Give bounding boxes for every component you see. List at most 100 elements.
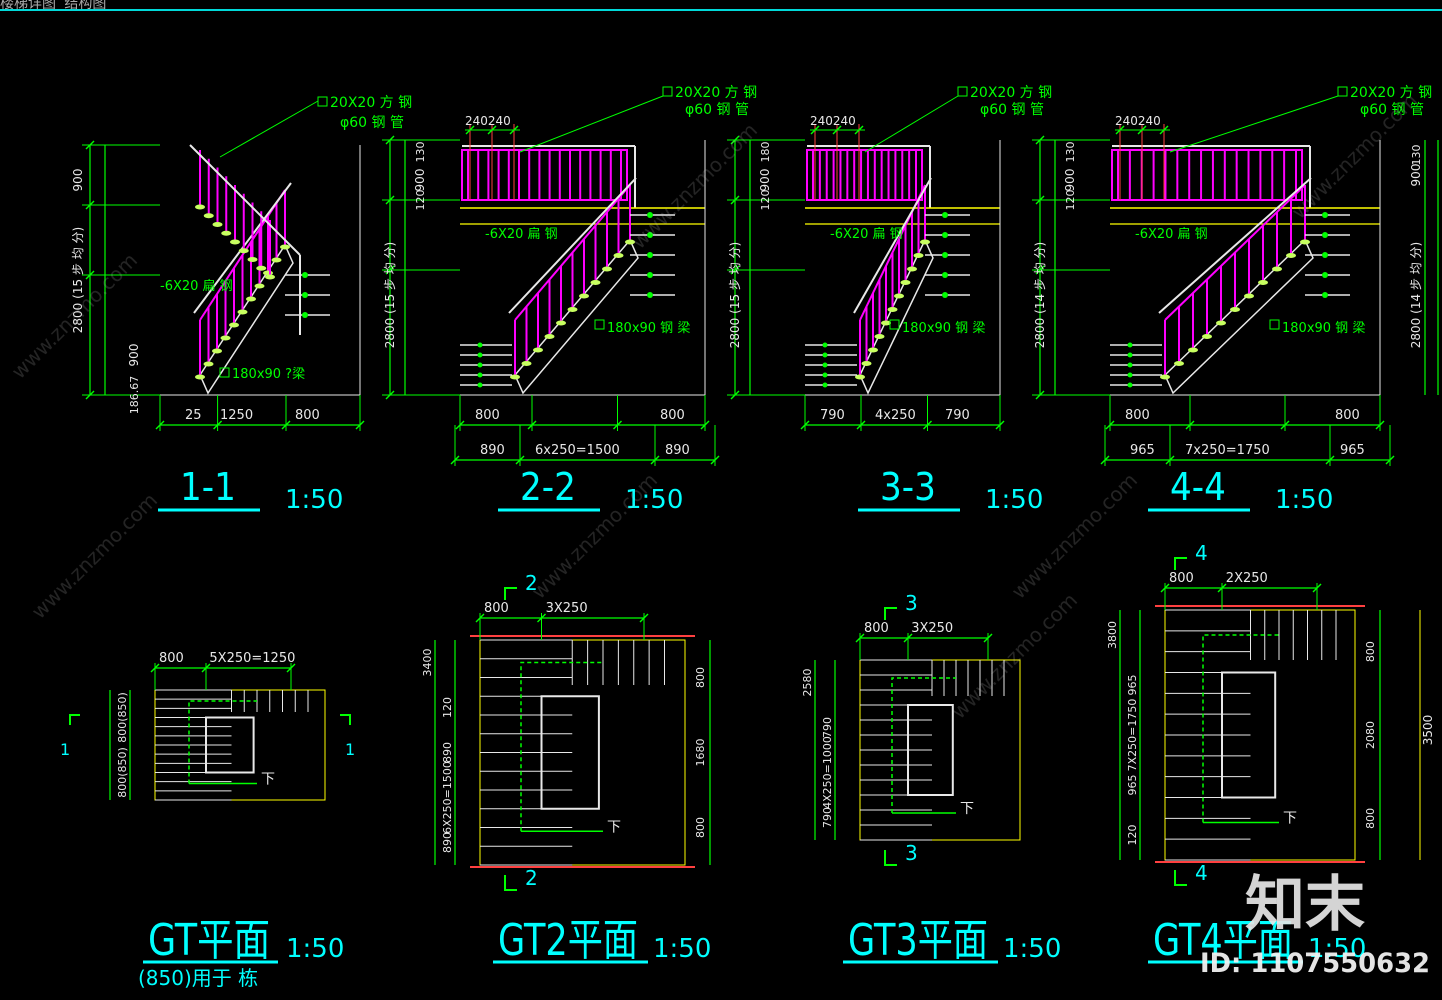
stair-tread xyxy=(1202,334,1212,339)
dimension-tick xyxy=(201,663,211,673)
label-beam: 180x90 ?梁 xyxy=(232,367,305,382)
step-node xyxy=(647,252,653,258)
dimension-tick xyxy=(213,420,223,430)
dimension-tick xyxy=(385,265,395,275)
stair-tread xyxy=(212,348,222,354)
dimension-tick xyxy=(1185,420,1195,430)
dim-top-text: 800 xyxy=(484,601,509,616)
step-node xyxy=(822,362,828,368)
cut-mark xyxy=(504,587,517,600)
watermark-site: www.znzmo.com xyxy=(627,118,763,254)
cut-mark-label: 2 xyxy=(525,866,538,890)
plan-title: GT3平面 xyxy=(848,915,988,966)
dim-vertical-text: 900 xyxy=(1409,164,1423,187)
stair-tread xyxy=(246,296,256,302)
step-node xyxy=(477,352,483,358)
handrail-pipe xyxy=(193,182,292,314)
cut-mark-label: 4 xyxy=(1195,541,1208,565)
dimension-tick xyxy=(1160,583,1170,593)
dim-vertical-text: 2800 (14 步 均 分) xyxy=(1033,242,1047,348)
dimension-tick xyxy=(1385,455,1395,465)
stair-tread xyxy=(900,280,911,285)
stair-tread xyxy=(907,266,917,272)
square-marker xyxy=(1269,319,1280,330)
cut-mark xyxy=(504,875,517,891)
dimension-tick xyxy=(509,125,519,135)
stair-tread xyxy=(203,361,214,367)
label-flat-steel: -6X20 扁 钢 xyxy=(830,227,903,242)
leader-line xyxy=(1169,95,1339,153)
dim-left-text: 2580 xyxy=(801,669,814,697)
section-title: 2-2 xyxy=(520,465,576,509)
handrail-pipe xyxy=(1158,177,1312,314)
dim-top-text: 2X250 xyxy=(1226,571,1268,586)
handrail-pipe xyxy=(189,144,301,256)
stair-tread xyxy=(280,244,290,250)
dim-left-text: 800(850) xyxy=(116,747,129,798)
label-steel-pipe: φ60 钢 管 xyxy=(1360,102,1424,118)
dimension-tick xyxy=(286,663,296,673)
step-node xyxy=(477,382,483,388)
stair-tread xyxy=(913,253,924,258)
stair-tread xyxy=(590,280,601,285)
square-marker xyxy=(594,319,605,330)
plan-title: GT平面 xyxy=(148,915,270,966)
section-scale: 1:50 xyxy=(985,485,1043,515)
step-node xyxy=(477,372,483,378)
stair-tread xyxy=(203,213,214,219)
step-node xyxy=(1127,382,1133,388)
dimension-tick xyxy=(487,125,497,135)
dim-vertical-text: 2800 (14 步 均 分) xyxy=(1409,242,1423,348)
stair-tread xyxy=(1258,280,1268,285)
stair-stringer-beam xyxy=(1164,238,1314,395)
dim-bottom-text: 6x250=1500 xyxy=(535,443,620,458)
stair-tread xyxy=(602,266,612,272)
stair-tread xyxy=(238,248,249,254)
step-node xyxy=(942,292,948,298)
stair-tread xyxy=(533,347,543,353)
leader-line xyxy=(219,100,319,158)
stair-tread xyxy=(1160,374,1170,380)
step-node xyxy=(942,252,948,258)
stair-tread xyxy=(271,257,282,263)
dim-top-text: 3X250 xyxy=(546,601,588,616)
step-node xyxy=(647,232,653,238)
stair-tread xyxy=(1272,266,1282,272)
dim-left-text: 800(850) xyxy=(116,692,129,743)
dim-top-text: 240240 xyxy=(810,114,856,128)
dimension-tick xyxy=(1280,420,1290,430)
dim-vertical-text: 180 xyxy=(759,142,772,163)
dim-left-text: 790 xyxy=(821,717,834,738)
step-node xyxy=(1322,212,1328,218)
step-node xyxy=(1127,352,1133,358)
cut-mark-label: 1 xyxy=(345,740,355,759)
dim-left-text: 890 xyxy=(441,742,454,763)
label-flat-steel: -6X20 扁 钢 xyxy=(485,227,558,242)
dim-bottom-text: 25 xyxy=(185,408,202,423)
down-label: 下 xyxy=(960,801,974,817)
section-scale: 1:50 xyxy=(625,485,683,515)
dimension-tick xyxy=(1035,265,1045,275)
watermark-id: ID: 1107550632 xyxy=(1200,948,1430,979)
step-node xyxy=(302,292,308,298)
stair-tread xyxy=(894,293,904,299)
handrail-pipe xyxy=(853,177,932,314)
dim-left-text: 6X250=1500 xyxy=(441,761,454,834)
stair-tread xyxy=(874,334,885,339)
cut-mark xyxy=(884,607,897,620)
leader-line xyxy=(519,95,664,153)
dim-left-text: 3800 xyxy=(1106,621,1119,649)
label-beam: 180x90 钢 梁 xyxy=(1282,321,1365,336)
dimension-tick xyxy=(527,420,537,430)
dim-vertical-text: 2800 (15 步 均 分) xyxy=(728,242,742,348)
dim-top-text: 240240 xyxy=(1115,114,1161,128)
walk-direction-arrow xyxy=(1202,634,1279,823)
dimension-tick xyxy=(639,613,649,623)
step-node xyxy=(822,372,828,378)
step-node xyxy=(302,312,308,318)
